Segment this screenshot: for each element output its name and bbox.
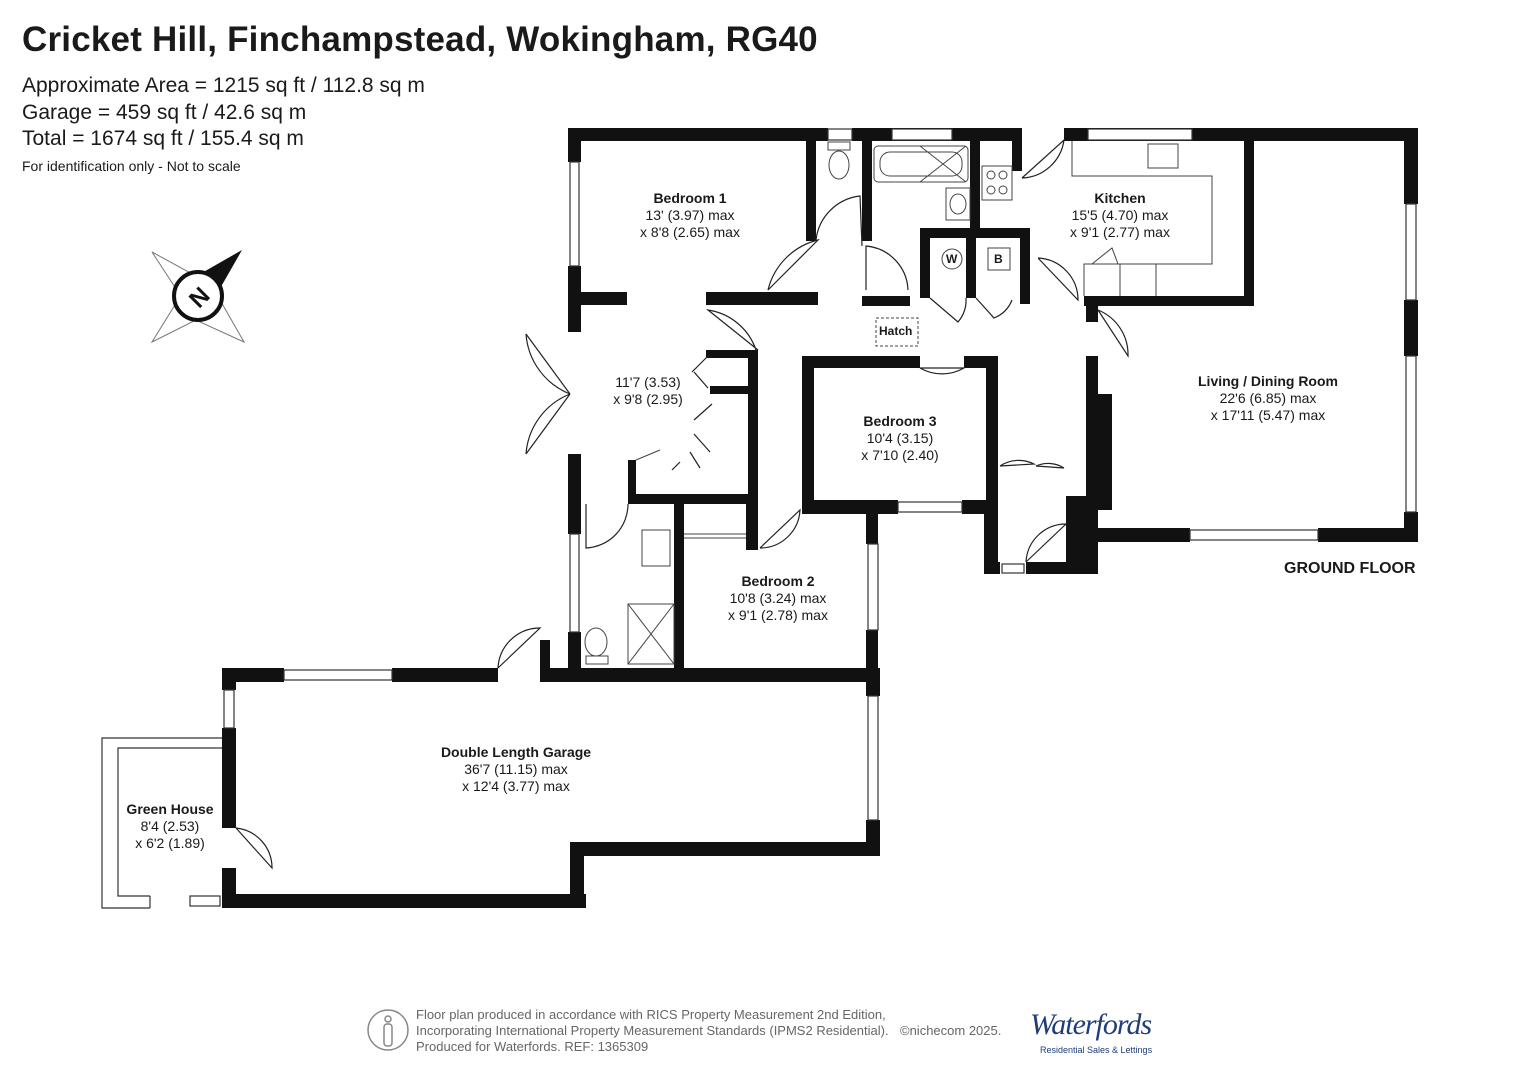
room-name: Bedroom 3: [863, 413, 937, 429]
room-dimension: x 9'1 (2.78) max: [728, 607, 828, 623]
room-dimension: 15'5 (4.70) max: [1071, 207, 1169, 223]
room-bedroom-1: Bedroom 1 13' (3.97) max x 8'8 (2.65) ma…: [640, 190, 740, 241]
floor-label: GROUND FLOOR: [1284, 560, 1416, 577]
toilet-icon: [827, 141, 851, 151]
room-hall: 11'7 (3.53) x 9'8 (2.95): [613, 374, 683, 408]
room-name: Kitchen: [1094, 190, 1146, 206]
washer-label: W: [946, 252, 958, 266]
room-green-house: Green House 8'4 (2.53) x 6'2 (1.89): [126, 801, 213, 852]
room-garage: Double Length Garage 36'7 (11.15) max x …: [441, 744, 591, 795]
room-kitchen: Kitchen 15'5 (4.70) max x 9'1 (2.77) max: [1070, 190, 1170, 241]
footer-line: Produced for Waterfords. REF: 1365309: [416, 1039, 649, 1054]
garage-area: Garage = 459 sq ft / 42.6 sq m: [22, 101, 307, 124]
room-dimension: x 9'1 (2.77) max: [1070, 224, 1170, 240]
brand-logo: Waterfords: [1030, 1008, 1152, 1041]
room-dimension: x 7'10 (2.40): [861, 447, 939, 463]
room-dimension: 22'6 (6.85) max: [1219, 390, 1317, 406]
footer-line: Floor plan produced in accordance with R…: [416, 1007, 886, 1022]
room-living-dining: Living / Dining Room 22'6 (6.85) max x 1…: [1198, 373, 1338, 424]
room-dimension: x 6'2 (1.89): [135, 835, 205, 851]
washer-icon: [941, 248, 963, 270]
hatch-icon: [875, 317, 919, 347]
boiler-label: B: [994, 252, 1003, 266]
shower-icon: [627, 603, 675, 665]
compass-north-icon: N: [150, 250, 246, 344]
fixtures: [584, 141, 1213, 665]
windows: [189, 128, 1417, 907]
room-dimension: 10'4 (3.15): [866, 430, 934, 446]
total-area: Total = 1674 sq ft / 155.4 sq m: [22, 127, 304, 150]
brand-tagline: Residential Sales & Lettings: [1040, 1045, 1153, 1055]
copyright: ©nichecom 2025.: [900, 1023, 1002, 1038]
hob-icon: [981, 165, 1013, 201]
room-name: Bedroom 1: [653, 190, 727, 206]
room-bedroom-3: Bedroom 3 10'4 (3.15) x 7'10 (2.40): [861, 413, 938, 464]
room-dimension: 13' (3.97) max: [645, 207, 735, 223]
room-dimension: 11'7 (3.53): [615, 374, 681, 390]
room-dimension: x 17'11 (5.47) max: [1210, 407, 1326, 423]
walls: [222, 128, 1418, 908]
basin-2-icon: [641, 529, 671, 567]
toilet-2-icon: [584, 627, 608, 657]
room-dimension: x 8'8 (2.65) max: [640, 224, 740, 240]
room-dimension: x 12'4 (3.77) max: [462, 778, 570, 794]
room-name: Bedroom 2: [741, 573, 815, 589]
room-bedroom-2: Bedroom 2 10'8 (3.24) max x 9'1 (2.78) m…: [728, 573, 828, 624]
footer-notes: Floor plan produced in accordance with R…: [416, 1007, 889, 1055]
approximate-area: Approximate Area = 1215 sq ft / 112.8 sq…: [22, 74, 425, 97]
room-name: Living / Dining Room: [1198, 373, 1338, 389]
room-name: Double Length Garage: [440, 744, 592, 760]
doors: [235, 138, 1129, 870]
page-title: Cricket Hill, Finchampstead, Wokingham, …: [22, 20, 818, 59]
footer-line: Incorporating International Property Mea…: [416, 1023, 889, 1038]
sink-icon: [1147, 143, 1179, 169]
bath-icon: [873, 145, 969, 183]
room-dimension: 36'7 (11.15) max: [464, 761, 568, 777]
room-dimension: x 9'8 (2.95): [613, 391, 683, 407]
room-name: Green House: [126, 801, 214, 817]
hatch-label: Hatch: [879, 324, 913, 338]
room-dimension: 10'8 (3.24) max: [729, 590, 827, 606]
disclaimer: For identification only - Not to scale: [22, 158, 241, 174]
room-dimension: 8'4 (2.53): [140, 818, 200, 834]
basin-icon: [945, 187, 971, 221]
measurement-person-icon: [367, 1009, 409, 1051]
boiler-icon: [987, 247, 1011, 271]
greenhouse-outline: [101, 737, 222, 909]
